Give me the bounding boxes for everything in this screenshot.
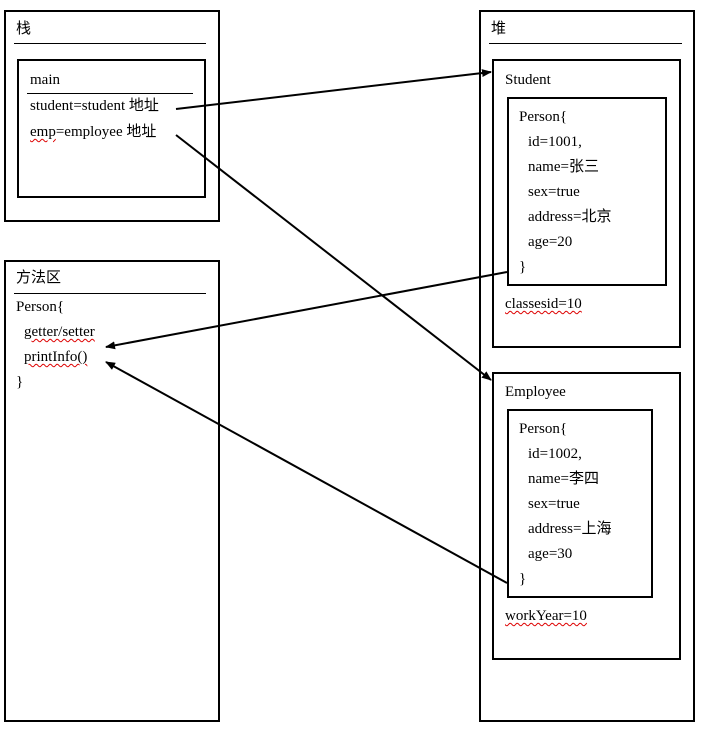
employee-person-block — [507, 409, 653, 598]
student-person-block — [507, 97, 667, 286]
arrow-employee-person-to-method — [105, 361, 508, 584]
method-area-title: 方法区 — [16, 270, 62, 286]
method-area-person-open: Person{ — [16, 299, 65, 315]
method-area-title-rule — [14, 293, 206, 294]
employee-person-address: address=上海 — [528, 521, 612, 537]
student-variable: student=student 地址 — [30, 98, 159, 114]
main-frame-rule — [27, 93, 193, 94]
student-classesid: classesid=10 — [505, 296, 582, 312]
employee-person-close: } — [519, 571, 527, 587]
employee-person-sex: sex=true — [528, 496, 580, 512]
arrow-emp-to-employee — [175, 134, 492, 381]
stack-title-rule — [14, 43, 206, 44]
student-person-age: age=20 — [528, 234, 573, 250]
emp-variable-value: =employee 地址 — [55, 124, 157, 140]
method-area-getter-setter: getter/setter — [24, 324, 95, 340]
student-object-title: Student — [505, 72, 551, 88]
student-person-close: } — [519, 259, 527, 275]
emp-variable-name: emp — [30, 124, 56, 140]
method-area-region — [4, 260, 220, 722]
stack-title: 栈 — [16, 21, 32, 37]
student-person-id: id=1001, — [528, 134, 582, 150]
student-person-open: Person{ — [519, 109, 568, 125]
employee-person-open: Person{ — [519, 421, 568, 437]
method-area-printinfo: printInfo() — [24, 349, 88, 365]
arrow-student-person-to-method — [105, 271, 508, 350]
employee-object-title: Employee — [505, 384, 566, 400]
employee-person-id: id=1002, — [528, 446, 582, 462]
arrow-student-to-heap — [175, 69, 492, 110]
heap-title-rule — [489, 43, 682, 44]
main-frame-title: main — [30, 72, 60, 88]
method-area-person-close: } — [16, 374, 24, 390]
main-frame — [17, 59, 206, 198]
student-person-name: name=张三 — [528, 159, 599, 175]
employee-person-age: age=30 — [528, 546, 573, 562]
student-person-sex: sex=true — [528, 184, 580, 200]
employee-person-name: name=李四 — [528, 471, 599, 487]
student-person-address: address=北京 — [528, 209, 612, 225]
heap-title: 堆 — [491, 21, 507, 37]
employee-workyear: workYear=10 — [505, 608, 587, 624]
emp-variable: emp=employee 地址 — [30, 123, 156, 141]
